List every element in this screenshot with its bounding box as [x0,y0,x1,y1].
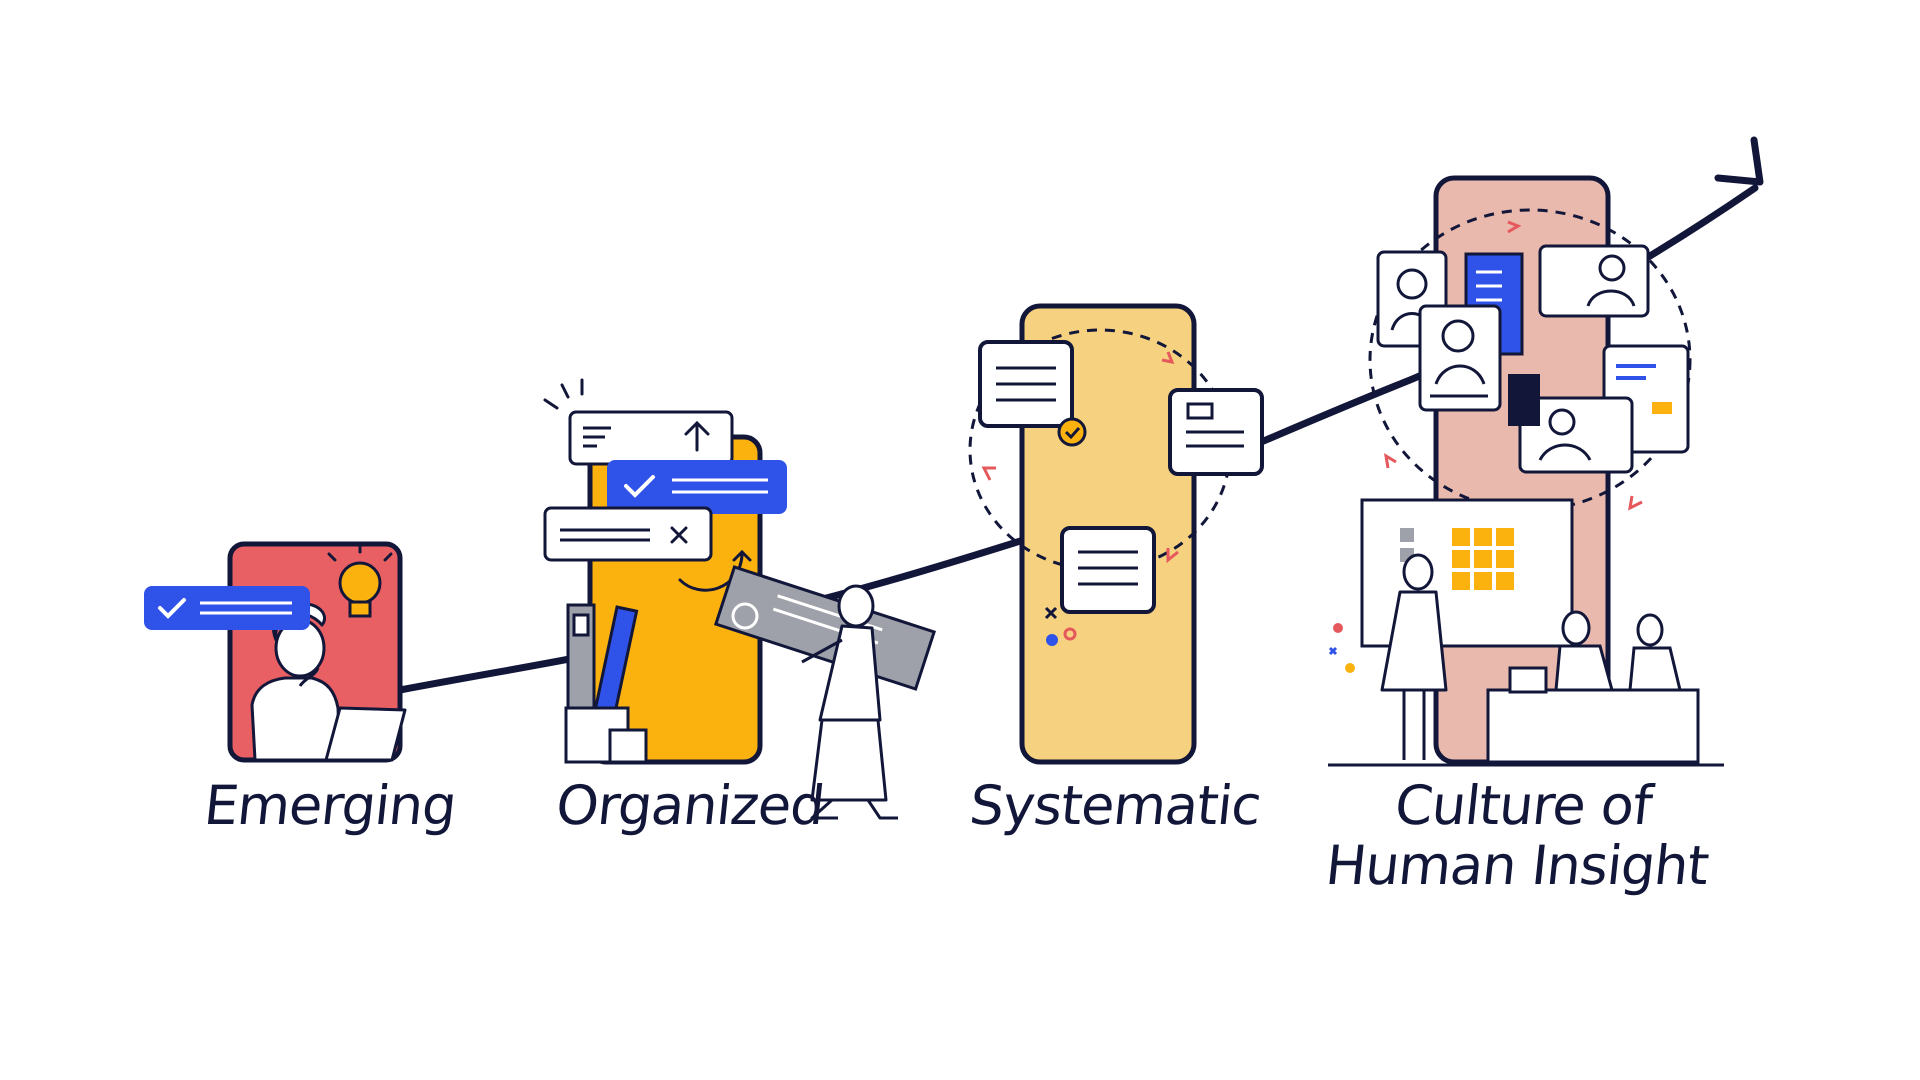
phone-icon [1508,374,1540,426]
table [1486,688,1700,764]
reject-card [543,506,713,562]
laptop-icon [324,706,407,762]
video-tile-4 [1518,396,1634,474]
check-card-organized [607,460,787,514]
document-card-top [978,340,1087,447]
laptop-icon-culture [1508,666,1548,694]
growth-arrow-head-icon [1714,136,1764,186]
upload-card [568,410,734,466]
document-card-right [1168,388,1264,476]
video-tile-2 [1418,304,1502,412]
colleague-figure [1554,610,1614,692]
stage-label-emerging: Emerging [201,774,459,837]
curved-arrow-icon [678,549,752,592]
stage-systematic-illustration [968,303,1264,765]
stage-label-culture: Culture of Human Insight [1322,774,1712,898]
person-thinking-figure [250,602,342,762]
lightbulb-icon [327,541,393,618]
stage-label-systematic: Systematic [966,774,1264,837]
sparkle-icon-blue [1328,646,1338,656]
check-circle-icon [1057,417,1087,447]
sparkle-icon [1044,606,1058,620]
check-card-emerging [144,586,310,630]
stage-label-organized: Organized [553,774,827,837]
close-icon [670,526,688,544]
stage-culture-illustration [1328,175,1724,767]
video-tile-3 [1538,244,1650,318]
storage-boxes [564,706,648,764]
document-card-bottom [1060,526,1156,614]
stage-emerging-illustration [144,541,407,763]
binders [566,603,639,717]
person-carrying-figure [801,584,898,820]
stage-organized-illustration [543,378,937,820]
presenter-figure [1380,553,1448,760]
observer-figure [1628,613,1682,692]
arrow-up-icon [684,420,710,452]
